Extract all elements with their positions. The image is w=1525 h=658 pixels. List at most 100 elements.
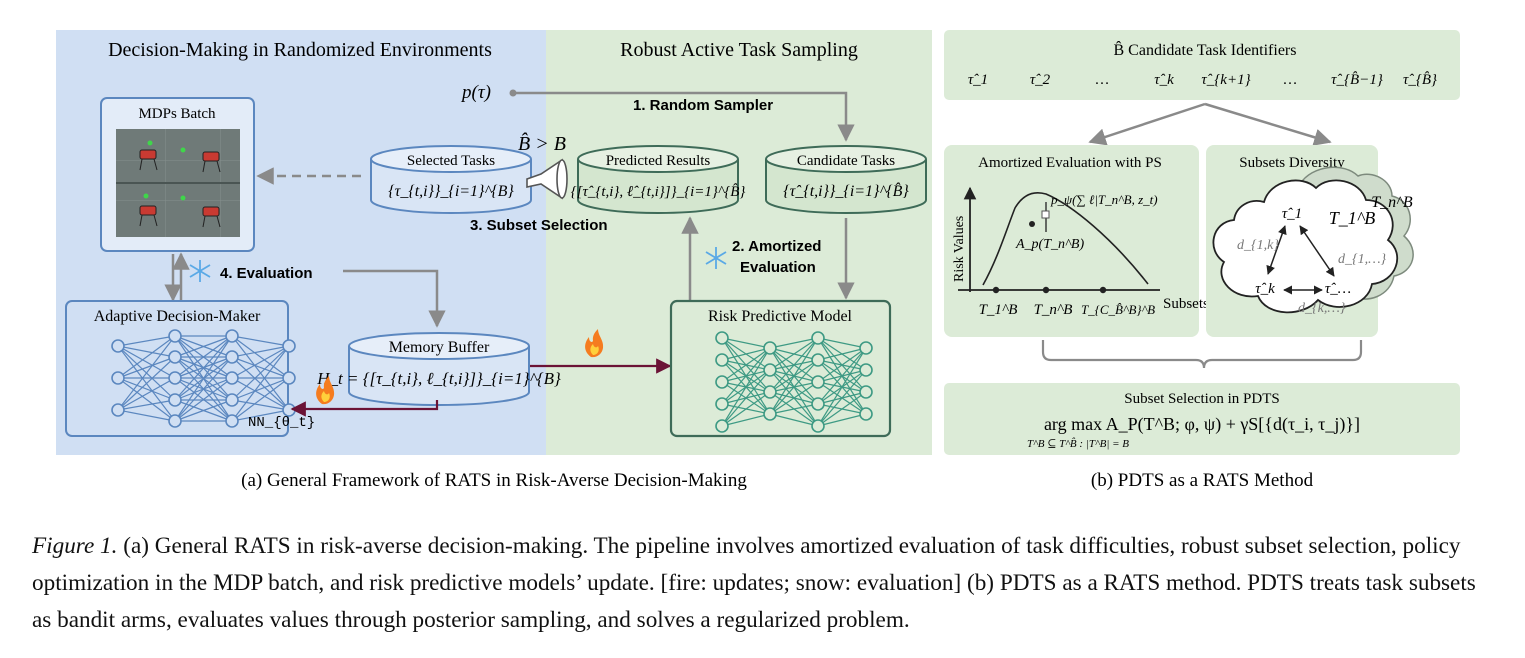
nn-edge — [117, 399, 176, 411]
candidate-item: τ̂_k — [1154, 72, 1174, 88]
goal-marker-icon — [143, 140, 186, 201]
nn-node — [225, 329, 239, 343]
nn-edge — [231, 377, 290, 422]
nn-edge — [117, 345, 176, 379]
nn-node — [168, 414, 182, 428]
nn-node — [859, 407, 873, 421]
mdps-batch-label: MDPs Batch — [138, 106, 216, 122]
nn-edge — [817, 347, 867, 383]
nn-edge — [769, 337, 819, 371]
edge-label-d1k: d_{1,k} — [1237, 238, 1279, 253]
div-node-Tn: T_n^B — [1371, 194, 1413, 211]
x-tick-label: T_1^B — [979, 302, 1018, 318]
nn-node — [715, 375, 729, 389]
x-tick-label: T_n^B — [1034, 302, 1073, 318]
nn-edge — [721, 347, 771, 383]
p-tau-dot — [509, 89, 517, 97]
figure-caption: Figure 1. (a) General RATS in risk-avers… — [32, 528, 1494, 639]
candidate-identifiers-title: B̂ Candidate Task Identifiers — [1114, 40, 1297, 59]
memory-buffer-formula: H_t = {[τ_{t,i}, ℓ_{t,i}]}_{i=1}^{B} — [316, 369, 561, 388]
nn-node — [811, 331, 825, 345]
nn-edge — [231, 345, 290, 401]
figure-caption-text: (a) General RATS in risk-averse decision… — [32, 533, 1476, 633]
candidate-tasks-formula: {τ̂_{t,i}}_{i=1}^{B̂} — [783, 181, 909, 200]
nn-node — [763, 385, 777, 399]
nn-edge — [817, 337, 867, 349]
nn-edge — [769, 359, 819, 415]
edge-1k — [1266, 225, 1287, 275]
identifiers-to-diversity-arrow — [1204, 102, 1332, 146]
nn-node — [282, 339, 296, 353]
step2-line1: 2. Amortized — [732, 238, 821, 255]
selected-tasks-title: Selected Tasks — [407, 153, 495, 169]
nn-node — [225, 414, 239, 428]
rpm-title: Risk Predictive Model — [708, 308, 853, 325]
memory-buffer-cylinder: Memory Buffer H_t = {[τ_{t,i}, ℓ_{t,i}]}… — [316, 332, 561, 406]
figure-label: Figure 1. — [32, 533, 118, 559]
nn-edge — [817, 369, 867, 427]
candidate-item: … — [1283, 72, 1298, 88]
risk-curve — [982, 192, 1149, 286]
amortized-evaluation-title: Amortized Evaluation with PS — [978, 155, 1162, 171]
div-node-T1: T_1^B — [1329, 208, 1376, 228]
step4-label: 4. Evaluation — [220, 265, 313, 282]
nn-node — [811, 419, 825, 433]
nn-edge — [117, 356, 176, 411]
nn-node — [168, 329, 182, 343]
subset-selection-box — [944, 383, 1460, 455]
nn-edge — [817, 347, 867, 405]
nn-node — [859, 363, 873, 377]
candidate-identifiers-box — [944, 30, 1460, 100]
nn-edge — [117, 335, 176, 411]
panel-a-subcaption: (a) General Framework of RATS in Risk-Av… — [241, 470, 747, 491]
nn-edge — [174, 335, 233, 358]
nn-edge — [117, 377, 176, 422]
candidate-tasks-title: Candidate Tasks — [797, 153, 895, 169]
edge-label-d1dots: d_{1,…} — [1338, 252, 1387, 267]
nn-edge — [817, 347, 867, 361]
nn-node — [225, 371, 239, 385]
nn-edge — [231, 409, 290, 422]
nn-node — [225, 393, 239, 407]
nn-node — [811, 397, 825, 411]
div-node-tauk: τ̂_k — [1255, 281, 1275, 297]
nn-edge — [231, 356, 290, 379]
edge-label-dkdots: d_{k,…} — [1298, 301, 1346, 316]
edge-1dots — [1299, 225, 1335, 277]
subset-selection-title: Subset Selection in PDTS — [1124, 391, 1279, 407]
candidate-item: τ̂_1 — [968, 72, 988, 88]
nn-node — [763, 341, 777, 355]
p-psi-label: p_ψ(∑ ℓ|T_n^B, z_t) — [1050, 192, 1158, 207]
random-sampler-arrow — [516, 91, 855, 142]
nn-node — [715, 397, 729, 411]
subset-selection-formula: arg max A_P(T^B; φ, ψ) + γS[{d(τ_i, τ_j)… — [1044, 414, 1360, 435]
nn-node — [111, 339, 125, 353]
nn-edge — [721, 347, 771, 427]
b-compare-label: B̂ > B — [518, 132, 566, 155]
candidate-tasks-cylinder: Candidate Tasks {τ̂_{t,i}}_{i=1}^{B̂} — [765, 145, 927, 214]
nn-edge — [174, 356, 233, 422]
nn-node — [715, 353, 729, 367]
nn-edge — [721, 347, 771, 405]
nn-node — [763, 363, 777, 377]
nn-node — [859, 385, 873, 399]
adm-neural-network-icon — [111, 329, 296, 428]
nn-edge — [769, 337, 819, 349]
nn-edge — [117, 356, 176, 379]
nn-edge — [721, 337, 771, 349]
funnel-icon — [526, 158, 568, 200]
predicted-results-formula: {[τ̂_{t,i}, ℓ̂_{t,i}]}_{i=1}^{B̂} — [571, 184, 746, 200]
ps-sample-marker — [1041, 210, 1050, 219]
nn-edge — [769, 413, 819, 427]
nn-edge — [117, 409, 176, 422]
nn-edge — [769, 337, 819, 415]
nn-edge — [231, 335, 290, 347]
snowflake-icon — [705, 247, 727, 269]
nn-edge — [817, 413, 867, 427]
x-tick-points — [992, 286, 1107, 294]
div-node-tau1: τ̂_1 — [1282, 206, 1302, 222]
nn-edge — [769, 337, 819, 393]
nn-node — [168, 393, 182, 407]
nn-edge — [721, 391, 771, 427]
nn-label: NN_{θ_t} — [248, 415, 315, 431]
